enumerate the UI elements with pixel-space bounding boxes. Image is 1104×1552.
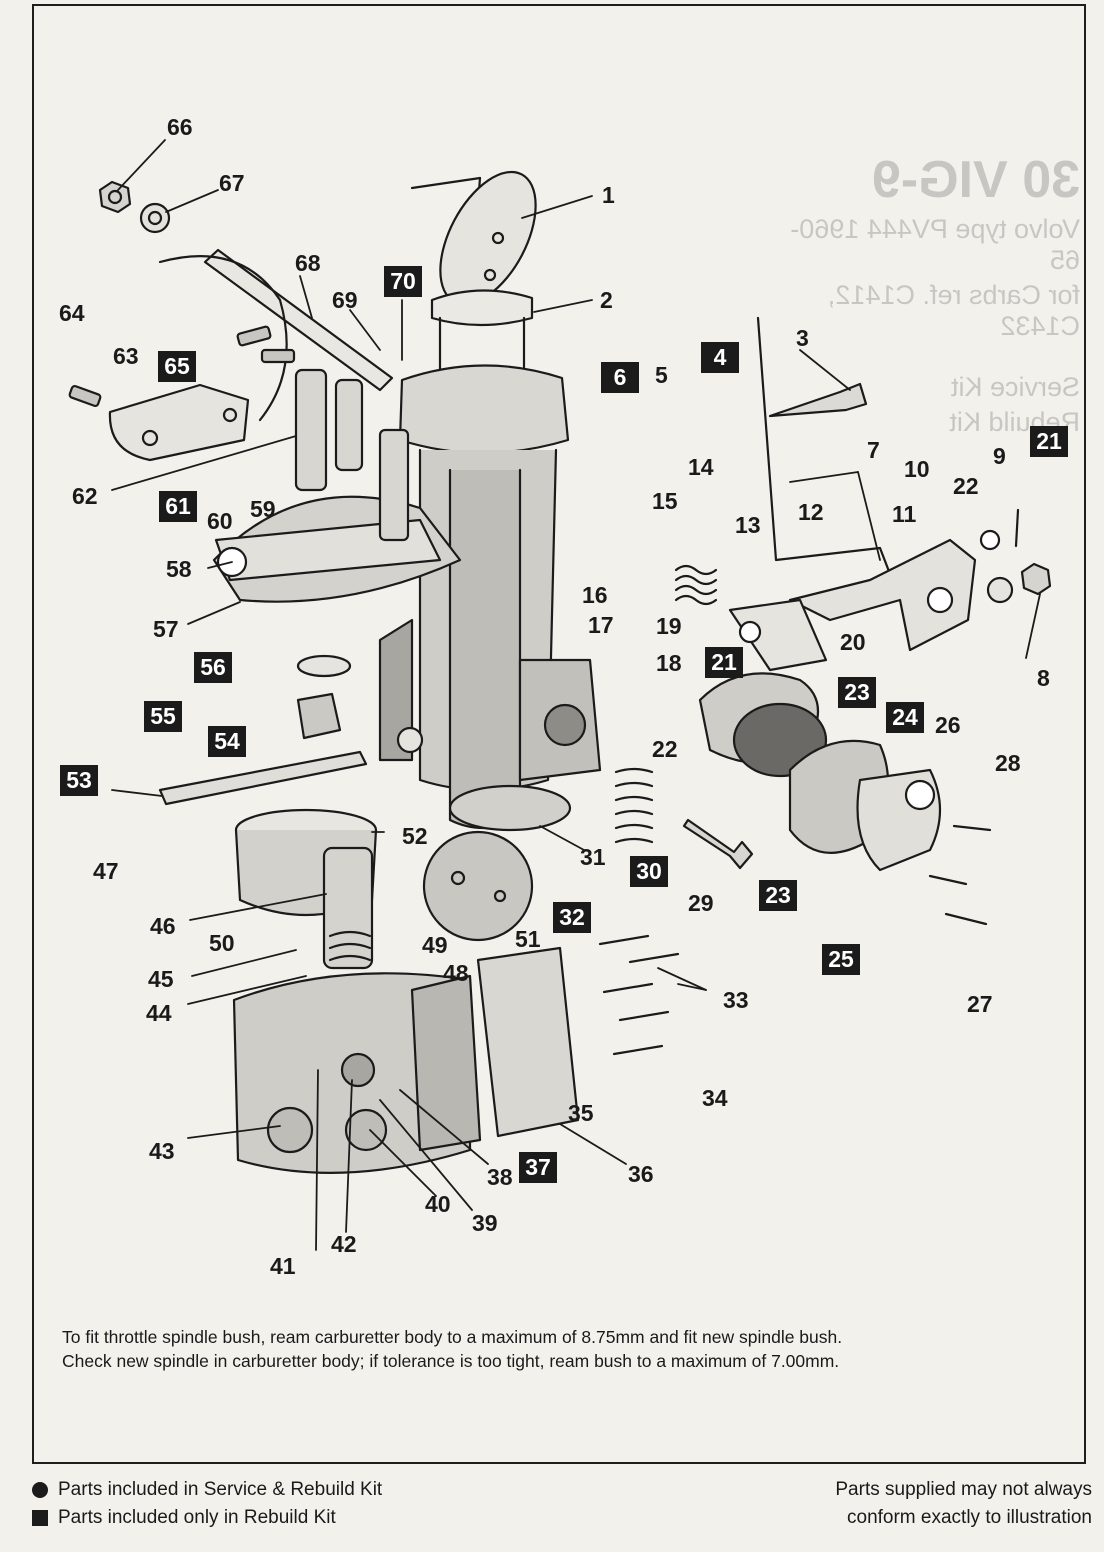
- callout-67: 67: [219, 170, 245, 196]
- callout-10: 10: [904, 456, 930, 482]
- callout-8: 8: [1037, 665, 1050, 691]
- callout-2: 2: [600, 287, 613, 313]
- callout-16: 16: [582, 582, 608, 608]
- diagram-frame: [32, 4, 1086, 1464]
- legend-service-rebuild-label: Parts included in Service & Rebuild Kit: [58, 1479, 383, 1500]
- callout-58: 58: [166, 556, 192, 582]
- callout-53: 53: [60, 765, 98, 796]
- legend-rebuild-only-label: Parts included only in Rebuild Kit: [58, 1507, 336, 1528]
- callout-11: 11: [892, 501, 917, 527]
- callout-70: 70: [384, 266, 422, 297]
- callout-23-b: 23: [759, 880, 797, 911]
- callout-24: 24: [886, 702, 924, 733]
- callout-49: 49: [422, 932, 448, 958]
- callout-27: 27: [967, 991, 993, 1017]
- callout-21-b: 21: [705, 647, 743, 678]
- callout-45: 45: [148, 966, 174, 992]
- callout-1: 1: [602, 182, 615, 208]
- callout-55: 55: [144, 701, 182, 732]
- legend-rebuild-only: Parts included only in Rebuild Kit: [32, 1504, 382, 1532]
- callout-28: 28: [995, 750, 1021, 776]
- callout-59: 59: [250, 496, 276, 522]
- callout-20: 20: [840, 629, 866, 655]
- fitting-note-line-2: Check new spindle in carburetter body; i…: [62, 1351, 840, 1371]
- callout-51: 51: [515, 926, 541, 952]
- callout-48: 48: [443, 960, 469, 986]
- callout-54: 54: [208, 726, 246, 757]
- disclaimer: Parts supplied may not always conform ex…: [835, 1476, 1092, 1532]
- callout-64: 64: [59, 300, 85, 326]
- callout-30: 30: [630, 856, 668, 887]
- callout-23-a: 23: [838, 677, 876, 708]
- disclaimer-line-2: conform exactly to illustration: [847, 1507, 1092, 1528]
- callout-65: 65: [158, 351, 196, 382]
- callout-68: 68: [295, 250, 321, 276]
- callout-6: 6: [601, 362, 639, 393]
- callout-41: 41: [270, 1253, 296, 1279]
- callout-25: 25: [822, 944, 860, 975]
- callout-35: 35: [568, 1100, 594, 1126]
- callout-38: 38: [487, 1164, 513, 1190]
- callout-4: 4: [701, 342, 739, 373]
- legend-service-rebuild: Parts included in Service & Rebuild Kit: [32, 1476, 382, 1504]
- callout-13: 13: [735, 512, 761, 538]
- callout-3: 3: [796, 325, 809, 351]
- callout-22-a: 22: [953, 473, 979, 499]
- callout-50: 50: [209, 930, 235, 956]
- callout-61: 61: [159, 491, 197, 522]
- legend: Parts included in Service & Rebuild Kit …: [32, 1476, 382, 1532]
- callout-36: 36: [628, 1161, 654, 1187]
- callout-39: 39: [472, 1210, 498, 1236]
- callout-52: 52: [402, 823, 428, 849]
- callout-15: 15: [652, 488, 678, 514]
- callout-43: 43: [149, 1138, 175, 1164]
- callout-9: 9: [993, 443, 1006, 469]
- callout-26: 26: [935, 712, 961, 738]
- callout-62: 62: [72, 483, 98, 509]
- callout-57: 57: [153, 616, 179, 642]
- callout-7: 7: [867, 437, 880, 463]
- callout-19: 19: [656, 613, 682, 639]
- callout-31: 31: [580, 844, 606, 870]
- callout-46: 46: [150, 913, 176, 939]
- fitting-note: To fit throttle spindle bush, ream carbu…: [62, 1325, 1072, 1373]
- callout-56: 56: [194, 652, 232, 683]
- callout-66: 66: [167, 114, 193, 140]
- callout-21-a: 21: [1030, 426, 1068, 457]
- circle-bullet-icon: [32, 1482, 48, 1498]
- callout-32: 32: [553, 902, 591, 933]
- callout-22-b: 22: [652, 736, 678, 762]
- callout-33: 33: [723, 987, 749, 1013]
- callout-44: 44: [146, 1000, 172, 1026]
- callout-69: 69: [332, 287, 358, 313]
- callout-37: 37: [519, 1152, 557, 1183]
- callout-12: 12: [798, 499, 824, 525]
- callout-18: 18: [656, 650, 682, 676]
- callout-17: 17: [588, 612, 614, 638]
- callout-42: 42: [331, 1231, 357, 1257]
- callout-29: 29: [688, 890, 714, 916]
- callout-14: 14: [688, 454, 714, 480]
- callout-47: 47: [93, 858, 119, 884]
- callout-40: 40: [425, 1191, 451, 1217]
- callout-5: 5: [655, 362, 668, 388]
- square-bullet-icon: [32, 1510, 48, 1526]
- disclaimer-line-1: Parts supplied may not always: [835, 1479, 1092, 1500]
- fitting-note-line-1: To fit throttle spindle bush, ream carbu…: [62, 1327, 843, 1347]
- callout-60: 60: [207, 508, 233, 534]
- callout-63: 63: [113, 343, 139, 369]
- callout-34: 34: [702, 1085, 728, 1111]
